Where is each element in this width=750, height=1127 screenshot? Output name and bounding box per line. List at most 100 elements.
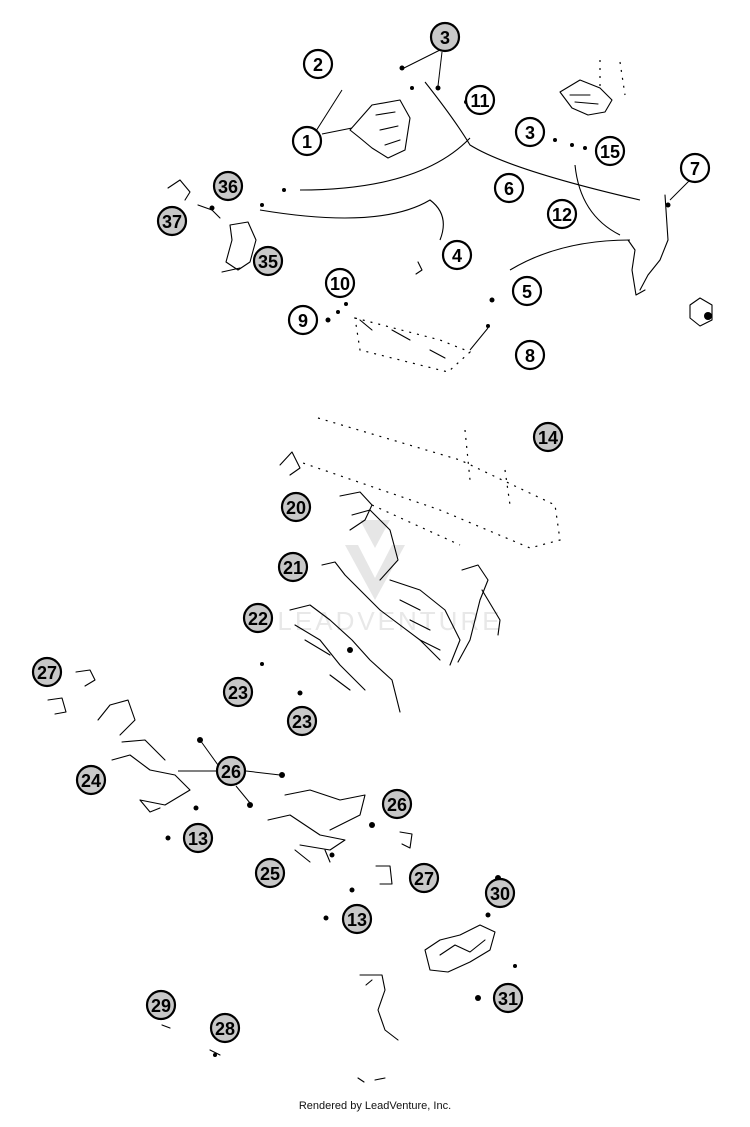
callout-label: 4 xyxy=(452,246,462,266)
callout-circle xyxy=(492,982,524,1014)
callout-label: 9 xyxy=(298,311,308,331)
callout-label: 36 xyxy=(218,177,238,197)
callout-7: 7 xyxy=(679,152,711,184)
callout-31: 31 xyxy=(492,982,524,1014)
callout-circle xyxy=(441,239,473,271)
callout-label: 11 xyxy=(470,91,489,111)
callout-label: 22 xyxy=(248,609,268,629)
watermark-text: LEADVENTURE xyxy=(277,606,502,636)
shock-group xyxy=(161,875,517,1083)
callout-label: 8 xyxy=(525,346,535,366)
callout-circle xyxy=(31,656,63,688)
callout-label: 31 xyxy=(498,989,518,1009)
callout-circle xyxy=(324,267,356,299)
callout-circle xyxy=(679,152,711,184)
callout-20: 20 xyxy=(280,491,312,523)
callout-37: 37 xyxy=(156,205,188,237)
callout-22: 22 xyxy=(242,602,274,634)
callout-label: 15 xyxy=(600,142,620,162)
callout-circle xyxy=(254,857,286,889)
callout-10: 10 xyxy=(324,267,356,299)
callout-23: 23 xyxy=(222,676,254,708)
callout-circle xyxy=(594,135,626,167)
callout-21: 21 xyxy=(277,551,309,583)
callout-label: 23 xyxy=(292,712,312,732)
callout-label: 13 xyxy=(188,829,208,849)
callout-label: 2 xyxy=(313,55,323,75)
callout-circle xyxy=(286,705,318,737)
callout-circle xyxy=(408,862,440,894)
callout-label: 6 xyxy=(504,179,514,199)
callout-5: 5 xyxy=(511,275,543,307)
callout-label: 30 xyxy=(490,884,510,904)
callout-26: 26 xyxy=(215,755,247,787)
callout-6: 6 xyxy=(493,172,525,204)
callout-label: 37 xyxy=(162,212,182,232)
callout-1: 1 xyxy=(291,125,323,157)
callout-25: 25 xyxy=(254,857,286,889)
callout-label: 26 xyxy=(387,795,407,815)
callout-8: 8 xyxy=(514,339,546,371)
callout-circle xyxy=(242,602,274,634)
callout-circle xyxy=(145,989,177,1021)
callout-13: 13 xyxy=(182,822,214,854)
callout-circle xyxy=(291,125,323,157)
callout-circle xyxy=(511,275,543,307)
callout-circle xyxy=(215,755,247,787)
callout-circle xyxy=(341,903,373,935)
callout-29: 29 xyxy=(145,989,177,1021)
callout-4: 4 xyxy=(441,239,473,271)
callout-circle xyxy=(302,48,334,80)
callout-circle xyxy=(514,339,546,371)
callout-35: 35 xyxy=(252,245,284,277)
callout-circle xyxy=(280,491,312,523)
callout-12: 12 xyxy=(546,198,578,230)
callout-3: 3 xyxy=(429,21,461,53)
callout-15: 15 xyxy=(594,135,626,167)
callout-circle xyxy=(546,198,578,230)
fuel-system-group xyxy=(167,49,713,373)
callout-label: 24 xyxy=(81,771,101,791)
callout-23: 23 xyxy=(286,705,318,737)
callout-circle xyxy=(277,551,309,583)
callout-label: 21 xyxy=(283,558,303,578)
callout-24: 24 xyxy=(75,764,107,796)
callout-36: 36 xyxy=(212,170,244,202)
callout-circle xyxy=(514,116,546,148)
callout-circle xyxy=(212,170,244,202)
callout-label: 25 xyxy=(260,864,280,884)
callout-28: 28 xyxy=(209,1012,241,1044)
callout-label: 27 xyxy=(414,869,434,889)
callout-layer: 3 2 11 3 15 1 7 36 6 37 12 4 35 10 5 9 8 14 20 21 22 27 23 23 26… xyxy=(31,21,711,1044)
callout-13: 13 xyxy=(341,903,373,935)
callout-label: 1 xyxy=(302,132,312,152)
callout-circle xyxy=(493,172,525,204)
callout-circle xyxy=(429,21,461,53)
callout-label: 20 xyxy=(286,498,306,518)
callout-label: 14 xyxy=(538,428,558,448)
callout-label: 3 xyxy=(440,28,450,48)
callout-circle xyxy=(252,245,284,277)
callout-circle xyxy=(287,304,319,336)
watermark-logo: LEADVENTURE xyxy=(277,520,502,636)
callout-3: 3 xyxy=(514,116,546,148)
callout-27: 27 xyxy=(31,656,63,688)
callout-label: 10 xyxy=(330,274,350,294)
callout-30: 30 xyxy=(484,877,516,909)
callout-2: 2 xyxy=(302,48,334,80)
callout-27: 27 xyxy=(408,862,440,894)
callout-label: 12 xyxy=(552,205,572,225)
callout-circle xyxy=(156,205,188,237)
callout-label: 26 xyxy=(221,762,241,782)
callout-circle xyxy=(75,764,107,796)
callout-26: 26 xyxy=(381,788,413,820)
callout-label: 35 xyxy=(258,252,278,272)
callout-circle xyxy=(209,1012,241,1044)
skid-plate-group xyxy=(279,417,561,549)
frame-assembly-group xyxy=(260,491,501,713)
callout-label: 7 xyxy=(690,159,700,179)
callout-label: 3 xyxy=(525,123,535,143)
callout-label: 27 xyxy=(37,663,57,683)
callout-11: 11 xyxy=(464,84,496,116)
